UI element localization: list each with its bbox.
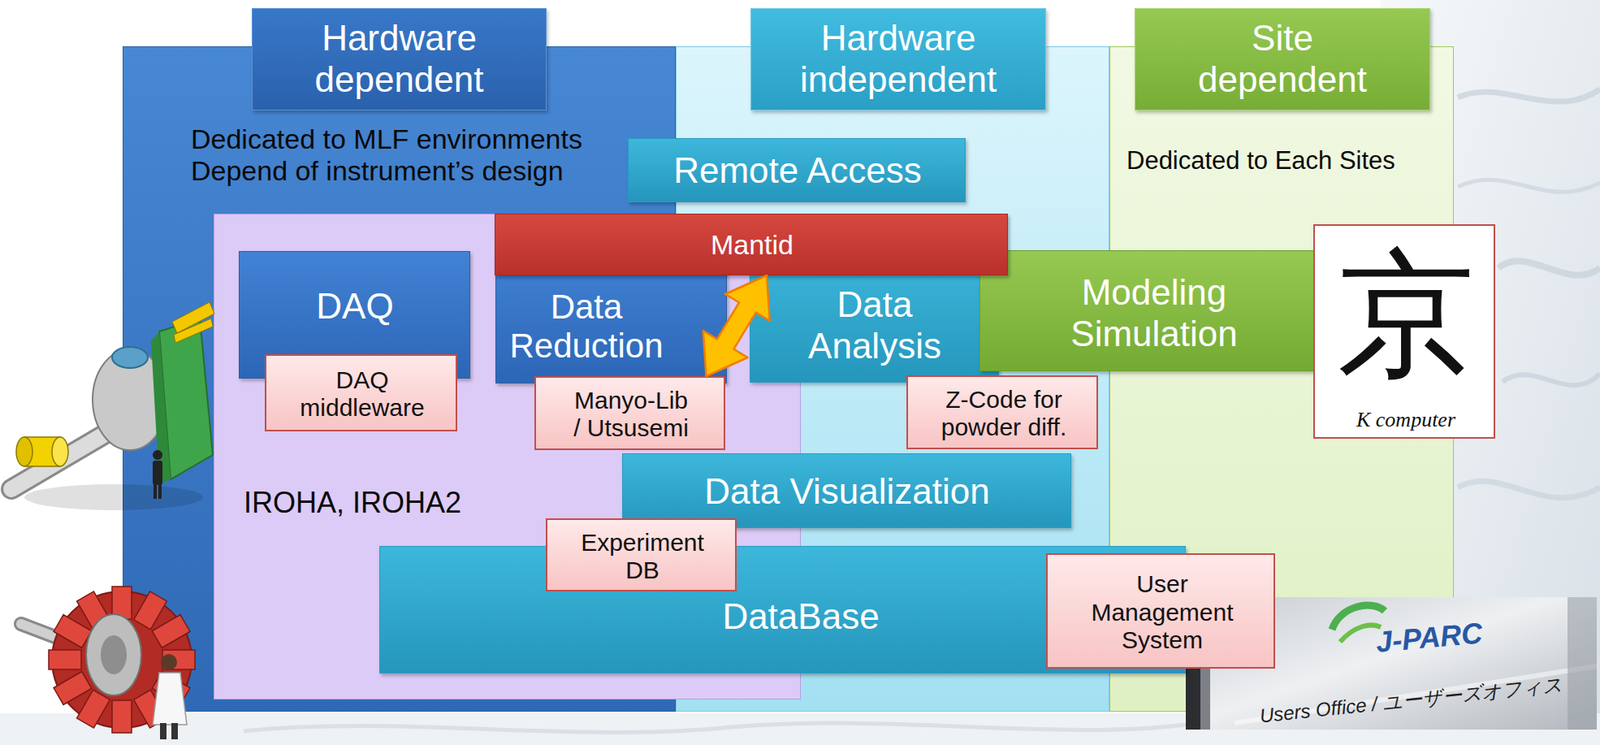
node-label-holder: Dedicated to MLF environments Depend of … <box>190 123 646 187</box>
node-label: DAQ middleware <box>291 366 434 423</box>
diffractometer-drawing-part <box>158 484 162 499</box>
software-box: DAQ middleware <box>264 354 458 432</box>
diffractometer-drawing-part <box>153 484 157 499</box>
node-label-holder: IROHA, IROHA2 <box>243 485 462 519</box>
node-label: Data Analysis <box>801 284 948 367</box>
node-label-holder: Dedicated to Each Sites <box>1126 146 1396 176</box>
spectrometer-drawing <box>21 586 195 740</box>
spectrometer-drawing-part-part <box>151 614 191 649</box>
module-box: Data Visualization <box>622 453 1072 528</box>
node-label-holder: Manyo-Lib / Utsusemi <box>569 386 693 443</box>
software-box: Manyo-Lib / Utsusemi <box>534 376 726 450</box>
spectrometer-drawing-part-part <box>77 689 111 728</box>
spectrometer-drawing-part <box>86 614 142 696</box>
spectrometer-drawing-part-part <box>53 671 92 705</box>
spectrometer-drawing-part <box>100 635 127 675</box>
diffractometer-drawing-part <box>112 346 148 368</box>
software-box: Z-Code for powder diff. <box>906 375 1099 450</box>
node-label-holder: User Management System <box>1089 570 1236 655</box>
water-background-part <box>1457 480 1600 498</box>
node-label-holder: DataBase <box>722 596 879 638</box>
node-label-holder: 京 <box>1336 245 1475 384</box>
node-label: K computer <box>1356 407 1456 433</box>
node-label: DAQ <box>315 285 394 328</box>
module-box: Remote Access <box>627 138 966 203</box>
spectrometer-drawing-part <box>48 586 195 733</box>
node-label: Hardware dependent <box>306 17 493 100</box>
diffractometer-drawing-part <box>152 460 163 485</box>
node-label-holder: Data Visualization <box>704 471 990 513</box>
users-office-photo-part <box>1340 624 1381 642</box>
node-label: Data Reduction <box>505 287 668 367</box>
node-label-holder: Modeling Simulation <box>1067 272 1242 355</box>
node-label-holder: K computer <box>1356 407 1456 433</box>
node-label-holder: Data Reduction <box>505 287 668 367</box>
diffractometer-drawing-part <box>51 436 69 467</box>
diffractometer-drawing-part <box>16 436 33 467</box>
spectrometer-drawing-part <box>171 722 178 740</box>
diffractometer-drawing-part <box>152 449 163 460</box>
diffractometer-drawing-part <box>24 484 204 511</box>
software-box: User Management System <box>1046 553 1276 669</box>
node-label-holder: Mantid <box>710 229 794 261</box>
node-label: 京 <box>1336 245 1475 384</box>
node-label: Z-Code for powder diff. <box>937 385 1072 442</box>
water-background-part <box>1502 373 1600 385</box>
computer-logo-box: 京 K computer <box>1313 224 1496 439</box>
spectrometer-drawing-part-part <box>48 649 82 670</box>
node-label-holder: Hardware independent <box>750 8 1047 111</box>
node-label-holder: DAQ middleware <box>291 366 434 423</box>
node-label: Hardware independent <box>792 17 1004 100</box>
framework-bar: Mantid <box>494 213 1008 276</box>
spectrometer-drawing-part-part <box>134 591 168 630</box>
spectrometer-drawing-part-part <box>112 700 132 733</box>
diffractometer-drawing-part <box>173 318 213 343</box>
node-label-holder: Experiment DB <box>577 528 708 585</box>
users-office-photo-part <box>1567 596 1597 730</box>
node-label: Data Visualization <box>704 471 990 513</box>
node-label: Dedicated to MLF environments Depend of … <box>190 123 646 187</box>
spectrometer-drawing-part <box>152 672 187 725</box>
water-background-part <box>1498 260 1600 275</box>
node-label-holder: Z-Code for powder diff. <box>937 385 1072 442</box>
module-box: Modeling Simulation <box>979 250 1327 372</box>
node-label: Mantid <box>710 229 794 261</box>
water-background-part <box>1457 179 1600 192</box>
node-label-holder: Site dependent <box>1134 8 1431 111</box>
node-label-holder: Hardware dependent <box>251 8 547 111</box>
node-label: Experiment DB <box>577 528 708 585</box>
node-label: IROHA, IROHA2 <box>243 485 462 519</box>
node-label-holder: Data Analysis <box>801 284 948 367</box>
node-label: Modeling Simulation <box>1067 272 1242 355</box>
spectrometer-drawing-part <box>160 722 167 740</box>
software-box: Experiment DB <box>545 518 737 592</box>
node-label: User Management System <box>1089 570 1236 655</box>
node-label-holder: Remote Access <box>673 150 922 192</box>
spectrometer-drawing-part-part <box>53 614 92 649</box>
diffractometer-drawing <box>11 302 215 511</box>
diffractometer-drawing-part <box>151 331 171 485</box>
water-background-part <box>243 722 1186 732</box>
node-label-holder: DAQ <box>315 285 394 328</box>
node-label: Manyo-Lib / Utsusemi <box>569 386 693 443</box>
node-label: Remote Access <box>673 150 922 192</box>
spectrometer-drawing-part <box>160 653 178 671</box>
double-arrow <box>703 275 770 377</box>
water-background-part <box>1457 89 1600 102</box>
node-label: Dedicated to Each Sites <box>1126 146 1396 176</box>
node-label: DataBase <box>722 596 879 638</box>
node-label: Site dependent <box>1189 17 1376 100</box>
